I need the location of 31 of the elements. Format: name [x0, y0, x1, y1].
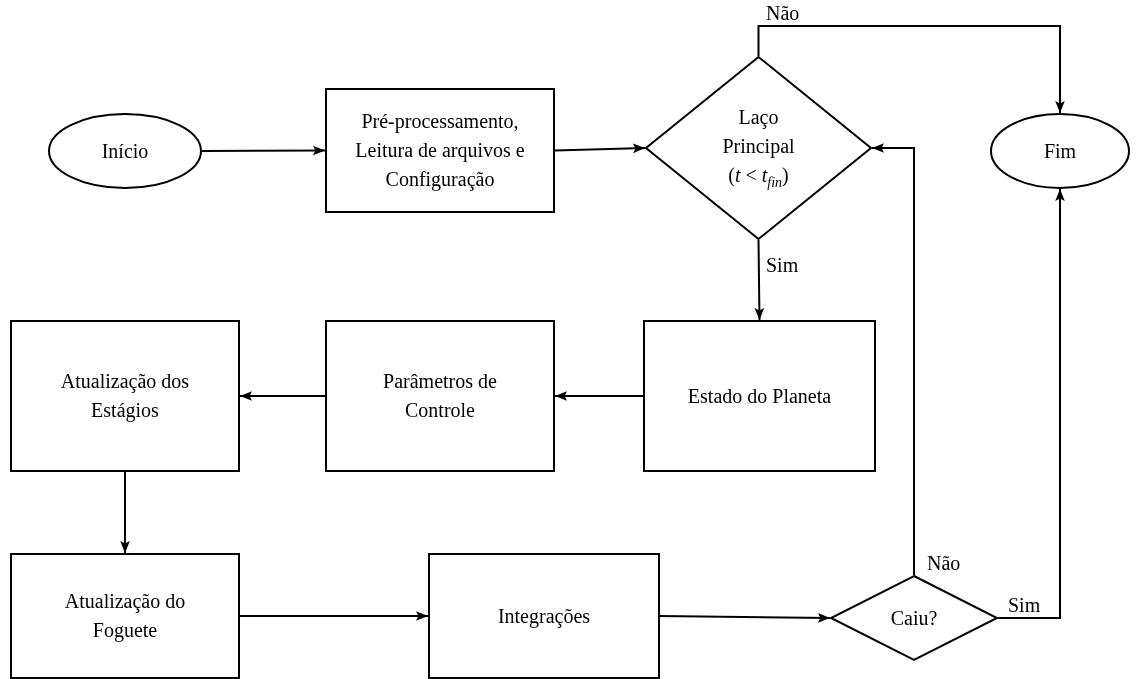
- arrow: [754, 239, 765, 321]
- arrow: [120, 471, 130, 554]
- arrow: [554, 143, 646, 154]
- terminal-ellipse: [990, 113, 1130, 189]
- arrow: [239, 391, 326, 401]
- arrow: [871, 143, 915, 576]
- node-label: Início: [100, 138, 150, 164]
- terminal-ellipse: [48, 113, 202, 189]
- arrow: [239, 611, 429, 621]
- node-label: Caiu?: [889, 605, 939, 631]
- arrow: [201, 145, 326, 156]
- node-label: Parâmetros de Controle: [382, 369, 498, 423]
- arrow: [757, 25, 1065, 114]
- node-label: Fim: [1042, 138, 1078, 164]
- node-label: Estado do Planeta: [686, 383, 833, 409]
- process-box: [325, 320, 555, 472]
- process-box: [428, 553, 660, 679]
- decision-diamond: [645, 56, 872, 240]
- node-label: Atualização dos Estágios: [59, 369, 191, 424]
- arrow: [659, 613, 831, 623]
- condition-formula: (t < t$_{fin}$): [727, 162, 790, 192]
- arrow: [997, 188, 1065, 619]
- process-box: [325, 88, 555, 213]
- process-box: [10, 320, 240, 472]
- node-label: Integrações: [496, 603, 592, 630]
- process-box: [643, 320, 876, 472]
- arrow: [554, 391, 644, 401]
- process-box: [10, 553, 240, 679]
- node-label: Pré-processamento, Leitura de arquivos e Configuração: [354, 109, 526, 193]
- node-label: Atualização do Foguete: [63, 589, 187, 644]
- decision-diamond: [830, 575, 998, 661]
